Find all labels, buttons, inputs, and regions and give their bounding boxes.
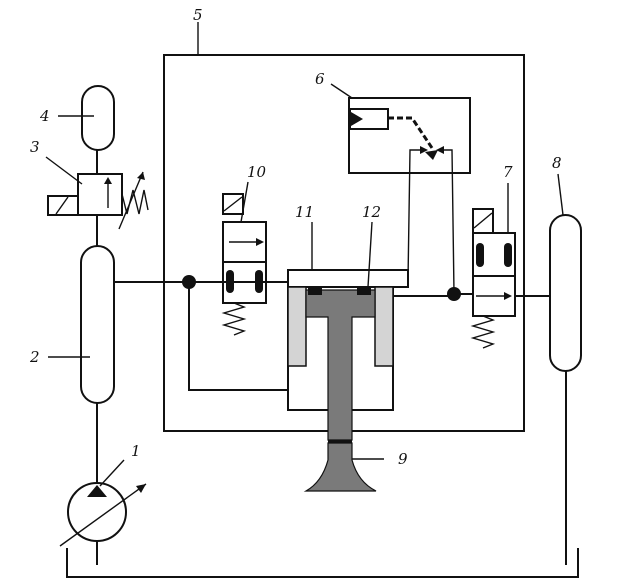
- label-1: 1: [131, 442, 141, 460]
- valve-stem-9: [303, 287, 377, 492]
- valve-3: [47, 171, 149, 246]
- label-6: 6: [315, 70, 325, 88]
- accumulator-8: [549, 214, 582, 565]
- label-11: 11: [295, 203, 314, 221]
- sensor-6: [348, 97, 471, 294]
- label-9: 9: [398, 450, 408, 468]
- seal-12-left: [308, 287, 322, 295]
- label-5: 5: [193, 6, 203, 24]
- cylinder: [287, 269, 454, 411]
- label-10: 10: [247, 163, 267, 181]
- lower-chamber-line: [188, 282, 288, 391]
- cap-11: [287, 269, 409, 288]
- seal-12-right: [357, 287, 371, 295]
- valve-7: [447, 208, 550, 349]
- accumulator-4: [81, 85, 115, 174]
- label-4: 4: [39, 107, 50, 125]
- pump-1: [59, 403, 147, 565]
- return-line: [66, 548, 579, 578]
- label-3: 3: [30, 138, 40, 156]
- label-12: 12: [362, 203, 381, 221]
- valve-10: [221, 193, 267, 336]
- leader-lines: [45, 22, 564, 487]
- label-8: 8: [552, 154, 562, 172]
- label-7: 7: [503, 163, 513, 181]
- accumulator-2: [80, 245, 115, 404]
- label-2: 2: [29, 348, 40, 366]
